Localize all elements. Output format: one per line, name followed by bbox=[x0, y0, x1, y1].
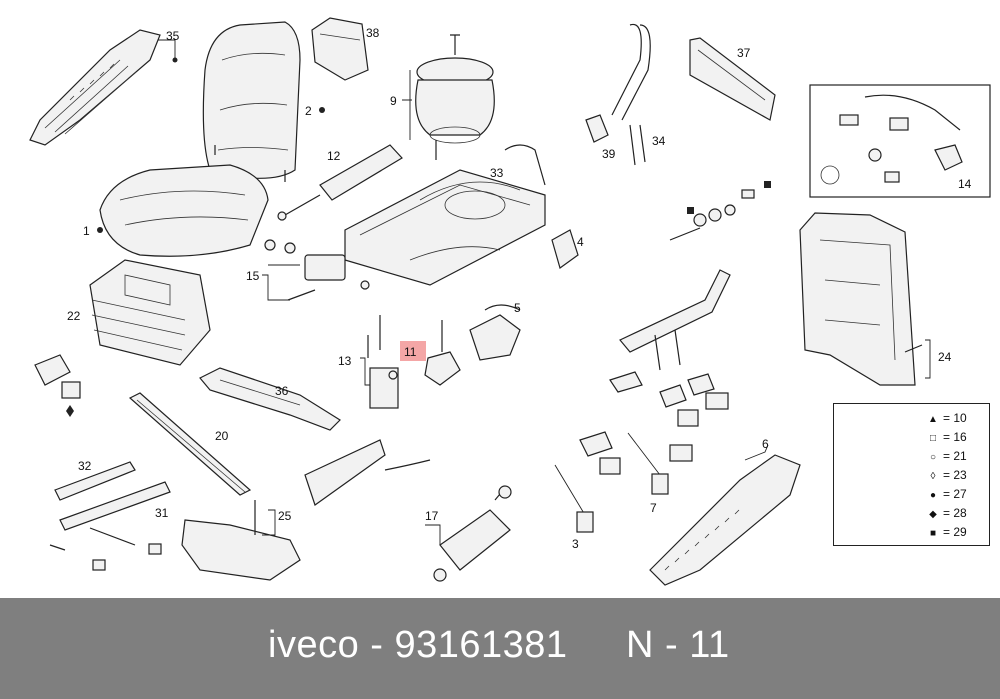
callout-5: 5 bbox=[514, 301, 521, 315]
callout-22: 22 bbox=[67, 309, 81, 323]
legend-row: □= 16 bbox=[926, 430, 967, 444]
legend-row: ◊= 23 bbox=[926, 468, 967, 482]
callout-33: 33 bbox=[490, 166, 504, 180]
callout-24: 24 bbox=[938, 350, 952, 364]
part-15-valve-block bbox=[262, 239, 370, 301]
legend-row: ◆= 28 bbox=[926, 506, 967, 520]
part-35-armrest bbox=[29, 29, 178, 146]
part-32-31-rails bbox=[49, 461, 171, 571]
callout-39: 39 bbox=[602, 147, 616, 161]
lever-bracket bbox=[609, 269, 731, 393]
callout-9: 9 bbox=[390, 94, 397, 108]
legend-row: ▲= 10 bbox=[926, 411, 967, 425]
legend-box: ▲= 10 □= 16 ○= 21 ◊= 23 ●= 27 ◆= 28 ■= 2… bbox=[833, 403, 990, 546]
callout-31: 31 bbox=[155, 506, 169, 520]
part-7-clip bbox=[627, 432, 669, 495]
callout-17: 17 bbox=[425, 509, 439, 523]
open-circle-icon: ○ bbox=[929, 452, 937, 463]
part-34-seat-belt bbox=[585, 23, 651, 166]
part-2-backrest bbox=[202, 21, 325, 182]
callout-20: 20 bbox=[215, 429, 229, 443]
part-11-valve bbox=[400, 320, 461, 386]
callout-7: 7 bbox=[650, 501, 657, 515]
exploded-parts-diagram: 35 2 1 38 9 12 bbox=[29, 17, 991, 586]
diagram-drawing: 35 2 1 38 9 12 bbox=[29, 17, 991, 586]
part-13-mount-bracket bbox=[360, 315, 399, 409]
switch-cover-left bbox=[34, 354, 81, 417]
part-36-rail bbox=[199, 367, 341, 431]
part-20-slide-rail bbox=[128, 392, 252, 496]
part-38-headrest bbox=[311, 17, 369, 81]
callout-4: 4 bbox=[577, 235, 584, 249]
legend-row: ○= 21 bbox=[926, 449, 967, 463]
part-1-seat-cushion bbox=[97, 164, 269, 257]
callout-34: 34 bbox=[652, 134, 666, 148]
filled-diamond-icon: ◆ bbox=[929, 509, 937, 520]
part-number-caption: iveco - 93161381 bbox=[268, 624, 568, 666]
callout-38: 38 bbox=[366, 26, 380, 40]
part-12-gas-cylinder bbox=[277, 144, 403, 221]
callout-3: 3 bbox=[572, 537, 579, 551]
callout-15: 15 bbox=[246, 269, 260, 283]
callout-32: 32 bbox=[78, 459, 92, 473]
part-3-clip bbox=[554, 464, 594, 533]
part-4-valve bbox=[551, 229, 579, 269]
part-24-back-panel bbox=[799, 212, 931, 386]
switch-caps bbox=[579, 373, 729, 475]
legend-row: ■= 29 bbox=[926, 525, 967, 539]
callout-14: 14 bbox=[958, 177, 972, 191]
callout-25: 25 bbox=[278, 509, 292, 523]
open-diamond-icon: ◊ bbox=[930, 471, 936, 482]
part-17-shock-absorber bbox=[425, 485, 512, 582]
callout-11: 11 bbox=[404, 345, 417, 359]
callout-6: 6 bbox=[762, 437, 769, 451]
callout-35: 35 bbox=[166, 29, 180, 43]
open-square-icon: □ bbox=[929, 433, 937, 444]
callout-13: 13 bbox=[338, 354, 352, 368]
callout-37: 37 bbox=[737, 46, 751, 60]
part-14-detail-box bbox=[809, 84, 991, 198]
callout-12: 12 bbox=[327, 149, 341, 163]
caption-bar: iveco - 93161381 N - 11 bbox=[0, 598, 1000, 699]
filled-square-icon: ■ bbox=[929, 528, 937, 539]
callout-1: 1 bbox=[83, 224, 90, 238]
part-6-armrest bbox=[649, 444, 801, 586]
filled-circle-icon: ● bbox=[929, 490, 937, 501]
part-9-air-spring bbox=[402, 34, 495, 160]
legend-row: ●= 27 bbox=[926, 487, 967, 501]
callout-36: 36 bbox=[275, 384, 289, 398]
callout-2: 2 bbox=[305, 104, 312, 118]
position-caption: N - 11 bbox=[626, 624, 730, 666]
part-22-suspension-frame bbox=[89, 259, 211, 366]
small-parts-group bbox=[669, 181, 771, 241]
part-25-base-bracket bbox=[181, 500, 301, 581]
hook-bracket bbox=[304, 439, 431, 506]
part-5-control-valve bbox=[469, 304, 521, 361]
highlight-box bbox=[400, 341, 426, 361]
filled-triangle-icon: ▲ bbox=[928, 414, 938, 425]
part-37-frame bbox=[689, 37, 776, 121]
